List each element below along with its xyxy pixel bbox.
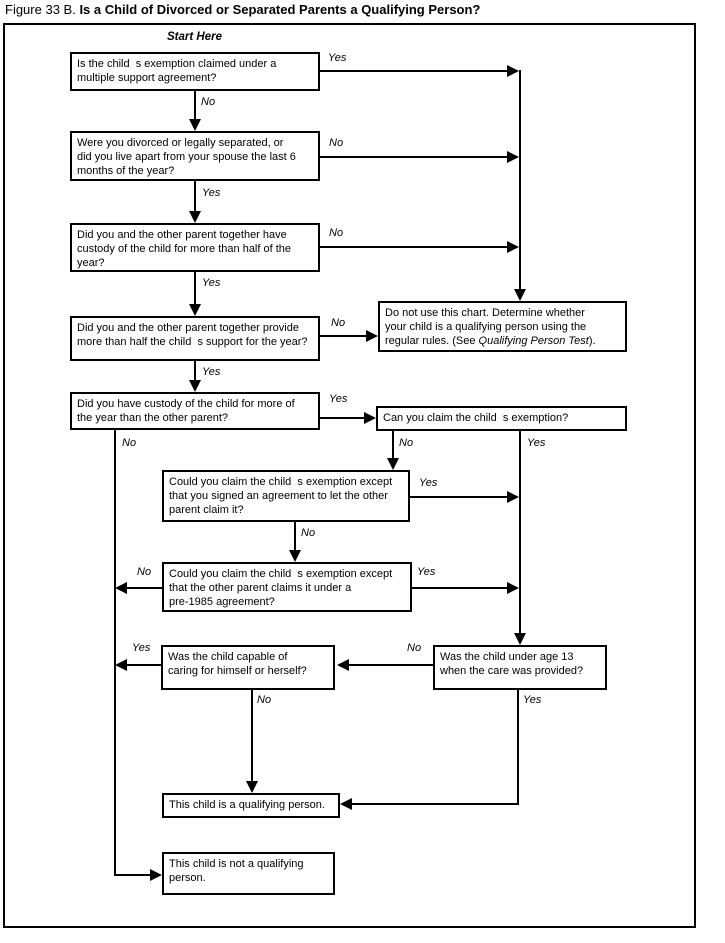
edge-into-not-qualifying-arrowhead [150, 869, 162, 881]
node-claim-exemption-question: Can you claim the child s exemption? [376, 406, 627, 431]
node-not-qualifying-result: This child is not a qualifying person. [162, 852, 335, 895]
label-under13-no: No [407, 642, 422, 654]
node-custody-together-question: Did you and the other parent together ha… [70, 223, 320, 272]
edge-under13-yes-vline [517, 690, 519, 805]
figure-title: Figure 33 B. Is a Child of Divorced or S… [5, 2, 480, 17]
edge-capable-no-arrowhead [246, 781, 258, 793]
edge-under13-yes-hline [352, 803, 519, 805]
edge-signed-no-vline [294, 522, 296, 552]
edge-custody-more-no-hline [114, 874, 152, 876]
node-signed-agreement-question: Could you claim the child s exemption ex… [162, 470, 410, 522]
edge-divorced-no-arrowhead [507, 151, 519, 163]
edge-under13-no-line [349, 664, 433, 666]
edge-into-do-not-use-arrowhead [514, 289, 526, 301]
do-not-use-text: Do not use this chart. Determine whether… [385, 307, 587, 347]
edge-pre1985-yes-line [412, 587, 508, 589]
label-divorced-yes: Yes [202, 187, 221, 199]
label-multiple-support-yes: Yes [328, 52, 347, 64]
node-do-not-use-chart-result: Do not use this chart. Determine whether… [378, 301, 627, 352]
edge-custody-together-no-line [320, 246, 509, 248]
label-divorced-no: No [329, 137, 344, 149]
edge-under13-yes-arrowhead [340, 798, 352, 810]
edge-right-collector-vline [519, 70, 521, 295]
edge-signed-yes-line [410, 496, 508, 498]
label-support-yes: Yes [202, 366, 221, 378]
edge-capable-yes-arrowhead [115, 659, 127, 671]
label-custody-together-yes: Yes [202, 277, 221, 289]
label-support-no: No [331, 317, 346, 329]
edge-multiple-support-yes-arrowhead [507, 65, 519, 77]
edge-signed-no-arrowhead [289, 550, 301, 562]
edge-support-yes-arrowhead [189, 380, 201, 392]
edge-divorced-no-line [320, 156, 509, 158]
figure-title-number: Figure 33 B. [5, 2, 80, 17]
start-here-label: Start Here [167, 31, 222, 43]
label-signed-no: No [301, 527, 316, 539]
edge-capable-yes-line [127, 664, 161, 666]
label-custody-more-yes: Yes [329, 393, 348, 405]
edge-support-no-arrowhead [366, 330, 378, 342]
edge-multiple-support-no-arrowhead [189, 119, 201, 131]
edge-custody-more-yes-arrowhead [364, 412, 376, 424]
edge-signed-yes-arrowhead [507, 491, 519, 503]
edge-claim-yes-vline [519, 430, 521, 635]
edge-support-no-line [320, 335, 367, 337]
do-not-use-suffix: ). [588, 335, 596, 347]
edge-multiple-support-no-vline [194, 91, 196, 121]
node-under-age-13-question: Was the child under age 13 when the care… [433, 645, 607, 690]
node-capable-caring-question: Was the child capable of caring for hims… [161, 645, 335, 690]
chart-border [3, 23, 696, 928]
edge-multiple-support-yes-line [320, 70, 509, 72]
label-pre1985-yes: Yes [417, 566, 436, 578]
edge-claim-no-vline [392, 430, 394, 460]
edge-into-under-age-13-arrowhead [514, 633, 526, 645]
label-signed-yes: Yes [419, 477, 438, 489]
label-multiple-support-no: No [201, 96, 216, 108]
edge-pre1985-no-arrowhead [115, 582, 127, 594]
label-claim-yes: Yes [527, 437, 546, 449]
edge-pre1985-yes-arrowhead [507, 582, 519, 594]
edge-divorced-yes-arrowhead [189, 211, 201, 223]
label-capable-no: No [257, 694, 272, 706]
edge-support-yes-vline [194, 361, 196, 382]
edge-custody-more-no-vline [114, 430, 116, 876]
node-support-together-question: Did you and the other parent together pr… [70, 316, 320, 361]
do-not-use-reference: Qualifying Person Test [478, 335, 589, 347]
label-capable-yes: Yes [132, 642, 151, 654]
node-divorced-separated-question: Were you divorced or legally separated, … [70, 131, 320, 181]
label-custody-together-no: No [329, 227, 344, 239]
label-claim-no: No [399, 437, 414, 449]
label-custody-more-no: No [122, 437, 137, 449]
edge-custody-together-yes-vline [194, 272, 196, 306]
label-under13-yes: Yes [523, 694, 542, 706]
edge-custody-together-no-arrowhead [507, 241, 519, 253]
node-multiple-support-question: Is the child s exemption claimed under a… [70, 52, 320, 91]
edge-under13-no-arrowhead [337, 659, 349, 671]
node-pre-1985-question: Could you claim the child s exemption ex… [162, 562, 412, 612]
edge-custody-together-yes-arrowhead [189, 304, 201, 316]
edge-custody-more-yes-line [320, 417, 365, 419]
edge-capable-no-vline [251, 690, 253, 783]
edge-claim-no-arrowhead [387, 458, 399, 470]
edge-pre1985-no-line [127, 587, 162, 589]
edge-divorced-yes-vline [194, 181, 196, 213]
node-qualifying-result: This child is a qualifying person. [162, 793, 340, 818]
node-custody-more-question: Did you have custody of the child for mo… [70, 392, 320, 430]
figure-title-text: Is a Child of Divorced or Separated Pare… [79, 2, 481, 17]
label-pre1985-no: No [137, 566, 152, 578]
